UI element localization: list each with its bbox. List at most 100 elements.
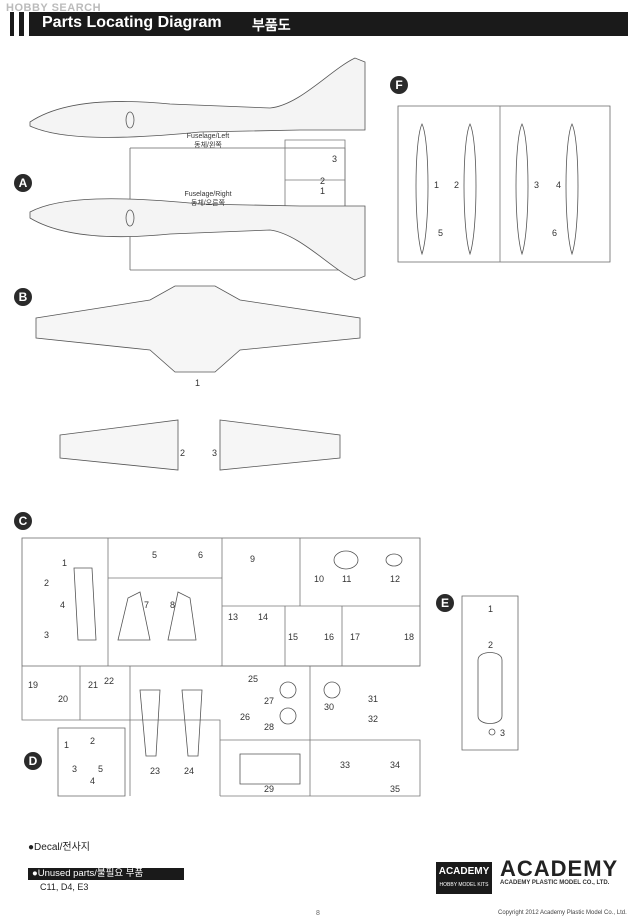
part-c12 — [385, 553, 403, 567]
fuselage-right-text: Fuselage/Right — [184, 191, 232, 198]
part-number: 1 — [434, 180, 440, 190]
wing-lower — [35, 285, 361, 373]
part-number: 19 — [28, 680, 39, 690]
part-c30 — [323, 681, 341, 699]
part-f1 — [415, 123, 429, 256]
part-number: 1 — [64, 740, 70, 750]
part-f3 — [515, 123, 529, 256]
part-number: 16 — [324, 632, 335, 642]
sprue-d-frame — [57, 727, 126, 797]
wing-upper-right — [219, 419, 341, 471]
part-number: 5 — [438, 228, 444, 238]
part-number: 24 — [184, 766, 195, 776]
section-f-label: F — [390, 76, 408, 94]
part-number: 3 — [72, 764, 78, 774]
part-number: 22 — [104, 676, 115, 686]
watermark: HOBBY SEARCH — [6, 2, 102, 14]
part-number: 5 — [152, 550, 158, 560]
part-number: 20 — [58, 694, 69, 704]
logo-text: ACADEMY — [438, 866, 490, 877]
part-c8 — [167, 591, 197, 641]
part-number: 1 — [320, 186, 326, 196]
part-number: 13 — [228, 612, 239, 622]
brand-company: ACADEMY PLASTIC MODEL CO., LTD. — [500, 880, 610, 886]
sprue-e-frame — [461, 595, 519, 751]
page-title-ko: 부품도 — [252, 17, 291, 33]
part-c7 — [117, 591, 151, 641]
part-number: 1 — [488, 604, 494, 614]
part-number: 3 — [534, 180, 540, 190]
part-number: 4 — [556, 180, 562, 190]
part-number: 9 — [250, 554, 256, 564]
part-number: 11 — [342, 574, 352, 584]
part-number: 1 — [62, 558, 68, 568]
part-c27 — [279, 681, 297, 699]
academy-logo: ACADEMY HOBBY MODEL KITS — [436, 862, 492, 894]
logo-subtext: HOBBY MODEL KITS — [439, 882, 489, 888]
copyright: Copyright 2012 Academy Plastic Model Co.… — [498, 910, 627, 916]
brand-name: ACADEMY — [500, 856, 619, 881]
section-b-label: B — [14, 288, 32, 306]
part-number: 28 — [264, 722, 275, 732]
part-number: 32 — [368, 714, 379, 724]
page-title: Parts Locating Diagram — [42, 14, 222, 31]
part-number: 30 — [324, 702, 335, 712]
unused-parts-list: C11, D4, E3 — [40, 882, 89, 892]
header-stripe — [24, 12, 29, 36]
part-number: 29 — [264, 784, 275, 794]
fuselage-left — [29, 57, 366, 138]
page-number: 8 — [316, 910, 320, 917]
part-number: 4 — [90, 776, 96, 786]
fuselage-right-text-ko: 동체/오른쪽 — [190, 200, 226, 207]
part-number: 2 — [44, 578, 50, 588]
part-number: 8 — [170, 600, 176, 610]
part-e3 — [488, 728, 496, 736]
part-number: 7 — [144, 600, 150, 610]
part-number: 2 — [488, 640, 494, 650]
section-e-label: E — [436, 594, 454, 612]
part-c23-c24 — [139, 689, 203, 757]
part-number: 3 — [332, 154, 338, 164]
part-number: 10 — [314, 574, 325, 584]
part-number: 4 — [60, 600, 66, 610]
fuselage-right-label: Fuselage/Right 동체/오른쪽 — [168, 190, 248, 208]
part-number: 23 — [150, 766, 161, 776]
fuselage-left-label: Fuselage/Left 동체/왼쪽 — [168, 132, 248, 150]
part-number: 21 — [88, 680, 99, 690]
part-number: 3 — [500, 728, 506, 738]
page-header: Parts Locating Diagram 부품도 — [10, 12, 628, 36]
part-number: 14 — [258, 612, 269, 622]
part-number: 15 — [288, 632, 299, 642]
part-number: 12 — [390, 574, 401, 584]
part-number: 27 — [264, 696, 275, 706]
section-a-label: A — [14, 174, 32, 192]
part-number: 25 — [248, 674, 259, 684]
part-number: 18 — [404, 632, 415, 642]
section-c-label: C — [14, 512, 32, 530]
header-stripe — [14, 12, 19, 36]
part-number: 2 — [454, 180, 460, 190]
part-f2 — [463, 123, 477, 256]
part-number: 3 — [212, 448, 218, 458]
part-c28 — [279, 707, 297, 725]
part-number: 1 — [195, 378, 201, 388]
part-c11 — [333, 550, 359, 570]
decal-legend: ●Decal/전사지 — [28, 842, 90, 853]
part-number: 3 — [44, 630, 50, 640]
part-number: 17 — [350, 632, 361, 642]
part-f4 — [565, 123, 579, 256]
part-number: 33 — [340, 760, 351, 770]
part-number: 26 — [240, 712, 251, 722]
part-number: 6 — [198, 550, 204, 560]
part-number: 31 — [368, 694, 379, 704]
section-d-label: D — [24, 752, 42, 770]
part-number: 35 — [390, 784, 401, 794]
part-number: 5 — [98, 764, 104, 774]
part-c29 — [239, 753, 301, 785]
sprue-f-frame — [397, 105, 611, 263]
part-number: 34 — [390, 760, 401, 770]
part-c4 — [73, 567, 97, 641]
fuselage-left-text-ko: 동체/왼쪽 — [194, 142, 222, 149]
unused-parts-label: ●Unused parts/불필요 부품 — [28, 868, 184, 880]
